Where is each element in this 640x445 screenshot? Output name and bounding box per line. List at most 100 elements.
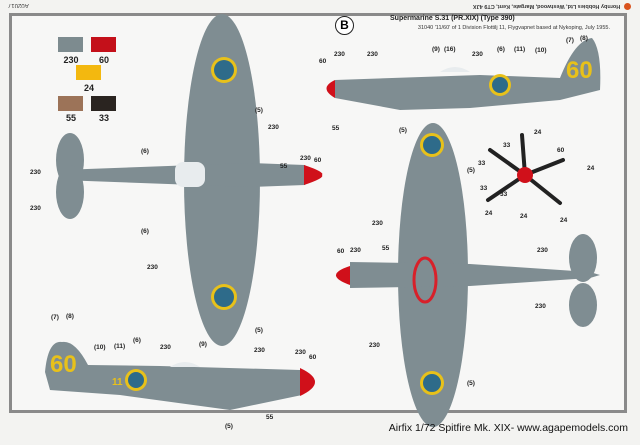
bottom-roundel-upper xyxy=(420,133,444,157)
callout-label: 230 xyxy=(254,347,265,354)
callout-label: (11) xyxy=(114,343,125,350)
paint-swatch-55 xyxy=(58,96,83,111)
callout-label: 55 xyxy=(332,125,340,132)
callout-label: 230 xyxy=(268,124,279,131)
callout-label: (5) xyxy=(467,167,475,174)
callout-label: 230 xyxy=(535,303,546,310)
paint-label: 230 xyxy=(63,55,79,65)
paint-label: 33 xyxy=(98,113,109,123)
callout-label: (6) xyxy=(133,337,141,344)
bottom-spinner xyxy=(336,266,350,285)
bottom-tailplane-right xyxy=(569,283,597,327)
paint-label: 60 xyxy=(98,55,109,65)
callout-label: 60 xyxy=(314,157,322,164)
side-view-right: 60 xyxy=(326,38,601,110)
callout-label: 230 xyxy=(30,205,41,212)
callout-label: (9) xyxy=(432,46,440,53)
callout-label: (6) xyxy=(141,228,149,235)
caption: Airfix 1/72 Spitfire Mk. XIX- www.agapem… xyxy=(388,422,628,434)
callout-label: (8) xyxy=(66,313,74,320)
callout-label: (11) xyxy=(514,46,525,53)
paint-swatch-230 xyxy=(58,37,83,52)
scheme-title: Supermarine S.31 (PR.XIX) (Type 390) xyxy=(390,15,515,22)
paint-label: 24 xyxy=(83,83,94,93)
callout-label: (7) xyxy=(566,37,574,44)
callout-label: (5) xyxy=(225,423,233,430)
bottom-fuselage xyxy=(350,262,600,288)
callout-label: (10) xyxy=(535,47,547,54)
callout-label: 24 xyxy=(534,129,542,136)
side-left-roundel xyxy=(125,369,147,391)
callout-label: 230 xyxy=(147,264,158,271)
side-left-fuselage xyxy=(45,341,302,410)
callout-label: 230 xyxy=(369,342,380,349)
callout-label: 230 xyxy=(295,349,306,356)
side-canopy xyxy=(440,67,470,72)
side-view-left: 60 11 xyxy=(45,341,315,410)
callout-label: 230 xyxy=(300,155,311,162)
callout-label: 60 xyxy=(337,248,345,255)
callout-label: 33 xyxy=(503,142,511,149)
callout-label: (6) xyxy=(497,46,505,53)
top-canopy xyxy=(175,162,205,187)
callout-label: 60 xyxy=(557,147,565,154)
propeller-spinner xyxy=(517,167,533,183)
scheme-badge: B xyxy=(335,16,354,35)
side-tail-code: 60 xyxy=(566,57,593,84)
callout-label: 230 xyxy=(367,51,378,58)
top-roundel-lower xyxy=(211,284,237,310)
callout-label: (10) xyxy=(94,344,106,351)
bottom-roundel-lower xyxy=(420,371,444,395)
callout-label: (5) xyxy=(255,107,263,114)
callout-label: 33 xyxy=(478,160,486,167)
callout-label: 230 xyxy=(350,247,361,254)
callout-label: 230 xyxy=(472,51,483,58)
callout-label: (5) xyxy=(467,380,475,387)
side-spinner xyxy=(326,80,335,98)
callout-label: (9) xyxy=(199,341,207,348)
callout-label: 55 xyxy=(280,163,288,170)
callout-label: 24 xyxy=(520,213,528,220)
side-left-fuselage-code: 11 xyxy=(112,377,123,388)
callout-label: 24 xyxy=(485,210,493,217)
bottom-tailplane-left xyxy=(569,234,597,282)
callout-label: 230 xyxy=(160,344,171,351)
top-spinner xyxy=(304,165,323,185)
paint-swatch-60 xyxy=(91,37,116,52)
callout-label: 33 xyxy=(500,191,508,198)
paint-swatch-24 xyxy=(76,65,101,80)
callout-label: 230 xyxy=(537,247,548,254)
paint-swatch-33 xyxy=(91,96,116,111)
callout-label: 230 xyxy=(30,169,41,176)
callout-label: 230 xyxy=(334,51,345,58)
callout-label: (16) xyxy=(444,46,456,53)
side-fuselage xyxy=(335,38,601,110)
hornby-logo-icon xyxy=(624,3,631,10)
callout-label: (6) xyxy=(141,148,149,155)
top-roundel-upper xyxy=(211,57,237,83)
callout-label: 24 xyxy=(587,165,595,172)
propeller xyxy=(486,133,565,205)
callout-label: (5) xyxy=(255,327,263,334)
callout-label: 55 xyxy=(266,414,274,421)
side-left-spinner xyxy=(300,368,315,396)
side-left-tail-code: 60 xyxy=(50,351,77,378)
callout-label: 230 xyxy=(372,220,383,227)
callout-label: 60 xyxy=(309,354,317,361)
paint-label: 55 xyxy=(65,113,76,123)
highlight-ring xyxy=(412,256,438,304)
side-left-canopy xyxy=(170,362,200,367)
callout-label: (5) xyxy=(399,127,407,134)
bottom-view xyxy=(336,123,600,427)
scheme-subtitle: 31040 '11/60' of 1 Division Flottilj 11,… xyxy=(417,25,610,31)
top-tailplane-right xyxy=(56,165,84,219)
side-roundel xyxy=(489,74,511,96)
callout-label: (7) xyxy=(51,314,59,321)
top-view xyxy=(56,14,323,346)
callout-label: 55 xyxy=(382,245,390,252)
callout-label: (8) xyxy=(580,35,588,42)
callout-label: 60 xyxy=(319,58,327,65)
callout-label: 24 xyxy=(560,217,568,224)
